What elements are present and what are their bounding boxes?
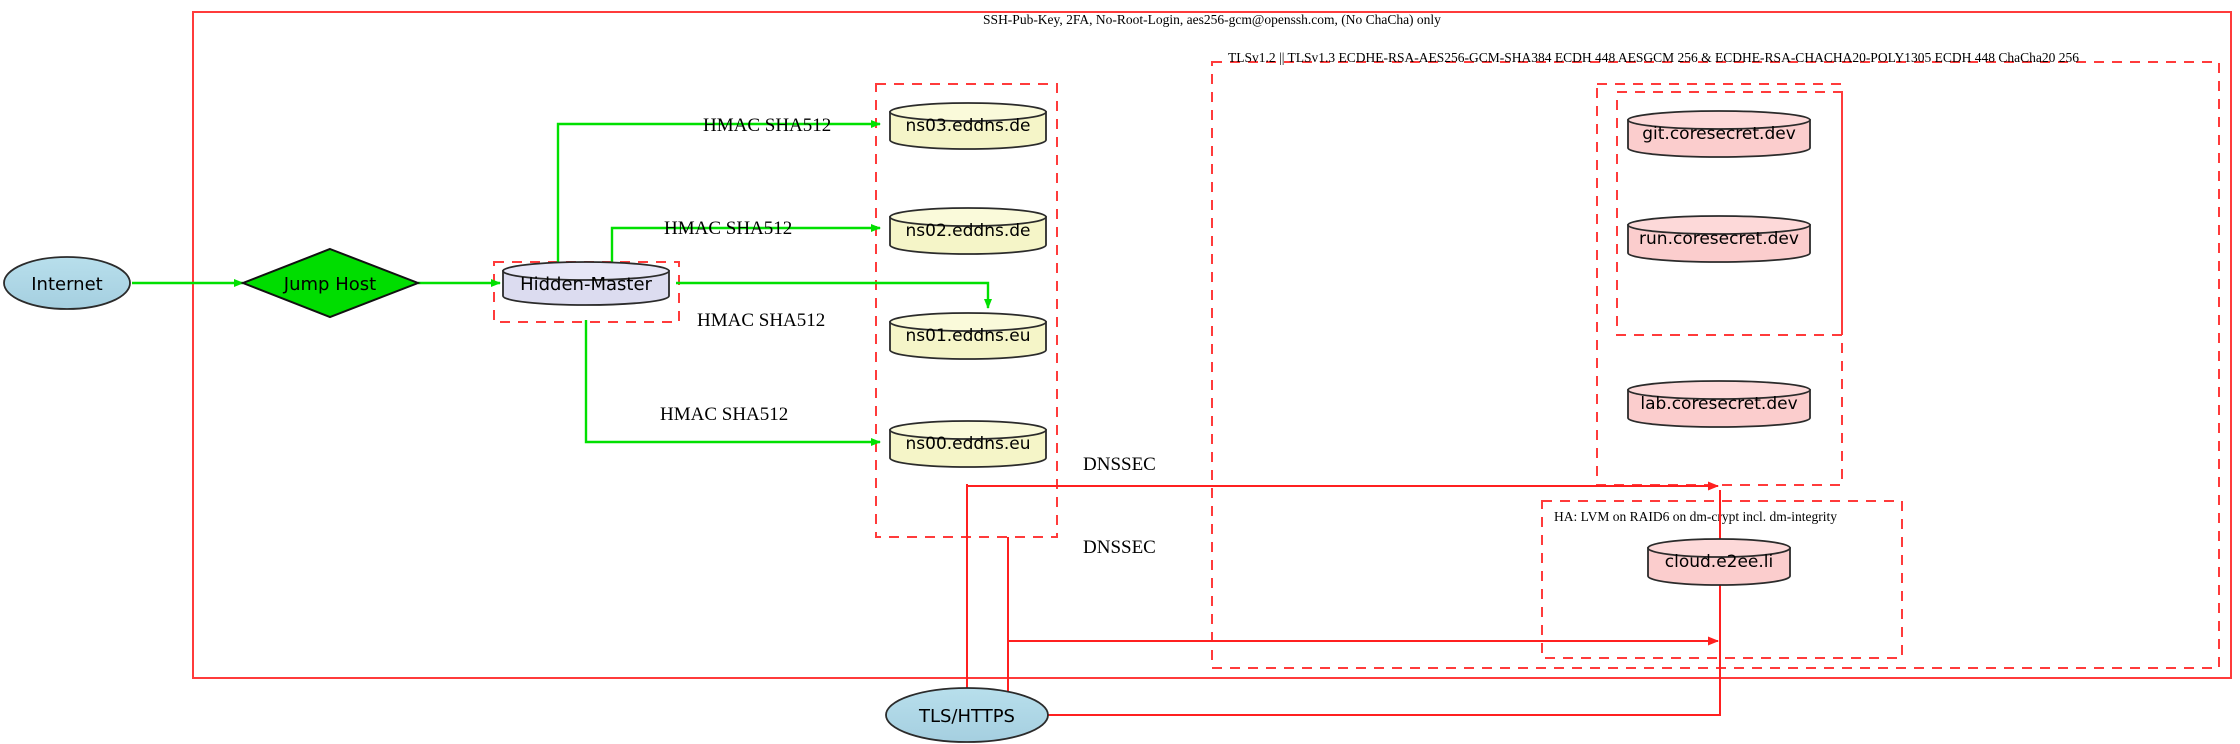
node-cloud-label: cloud.e2ee.li — [1665, 552, 1773, 572]
node-ns03-label: ns03.eddns.de — [906, 116, 1031, 136]
edge-hiddenmaster-to-ns01 — [676, 281, 992, 309]
cluster-coresecret-inner — [1616, 91, 1843, 336]
edge-tlshttps-up — [1048, 645, 1721, 716]
node-run-coresecret[interactable]: run.coresecret.dev — [1627, 215, 1811, 263]
node-lab-label: lab.coresecret.dev — [1640, 394, 1797, 414]
node-ns01[interactable]: ns01.eddns.eu — [889, 312, 1047, 360]
cluster-ha: HA: LVM on RAID6 on dm-crypt incl. dm-in… — [1541, 500, 1903, 659]
node-lab-coresecret[interactable]: lab.coresecret.dev — [1627, 380, 1811, 428]
edge-label-hmac-ns00: HMAC SHA512 — [660, 404, 788, 425]
cluster-outer-ssh-label: SSH-Pub-Key, 2FA, No-Root-Login, aes256-… — [983, 12, 1441, 27]
edge-label-hmac-ns01: HMAC SHA512 — [697, 310, 825, 331]
node-jump-host-label: Jump Host — [283, 274, 376, 295]
edge-label-dnssec-upper: DNSSEC — [1083, 454, 1156, 475]
node-ns02[interactable]: ns02.eddns.de — [889, 207, 1047, 255]
cluster-tls: TLSv1.2 || TLSv1.3 ECDHE-RSA-AES256-GCM-… — [1211, 50, 2220, 669]
edge-tlshttps-to-coresecret — [966, 484, 1009, 715]
node-ns02-label: ns02.eddns.de — [906, 221, 1031, 241]
node-cloud-e2ee[interactable]: cloud.e2ee.li — [1647, 538, 1791, 586]
node-tls-https[interactable]: TLS/HTTPS — [885, 687, 1049, 743]
cluster-tls-label: TLSv1.2 || TLSv1.3 ECDHE-RSA-AES256-GCM-… — [1228, 50, 2079, 65]
node-hidden-master-label: Hidden-Master — [520, 274, 652, 295]
node-hidden-master[interactable]: Hidden-Master — [502, 261, 670, 306]
edge-hiddenmaster-to-ns00 — [584, 320, 881, 446]
node-ns00-label: ns00.eddns.eu — [906, 434, 1031, 454]
node-git-coresecret[interactable]: git.coresecret.dev — [1627, 110, 1811, 158]
node-run-label: run.coresecret.dev — [1639, 229, 1799, 249]
edge-hiddenmaster-to-ns03 — [556, 120, 881, 266]
node-git-label: git.coresecret.dev — [1642, 124, 1796, 144]
cluster-dns — [875, 83, 1058, 538]
edge-label-dnssec-lower: DNSSEC — [1083, 537, 1156, 558]
node-internet-label: Internet — [31, 274, 102, 295]
edge-hiddenmaster-to-ns02 — [610, 224, 881, 266]
cluster-outer-ssh: SSH-Pub-Key, 2FA, No-Root-Login, aes256-… — [192, 11, 2232, 679]
cluster-ha-label: HA: LVM on RAID6 on dm-crypt incl. dm-in… — [1554, 509, 1837, 524]
edge-label-hmac-ns03: HMAC SHA512 — [703, 115, 831, 136]
node-ns03[interactable]: ns03.eddns.de — [889, 102, 1047, 150]
node-ns00[interactable]: ns00.eddns.eu — [889, 420, 1047, 468]
node-internet[interactable]: Internet — [3, 256, 131, 310]
node-ns01-label: ns01.eddns.eu — [906, 326, 1031, 346]
edge-label-hmac-ns02: HMAC SHA512 — [664, 218, 792, 239]
node-tls-https-label: TLS/HTTPS — [918, 706, 1015, 727]
node-jump-host[interactable]: Jump Host — [240, 247, 421, 319]
